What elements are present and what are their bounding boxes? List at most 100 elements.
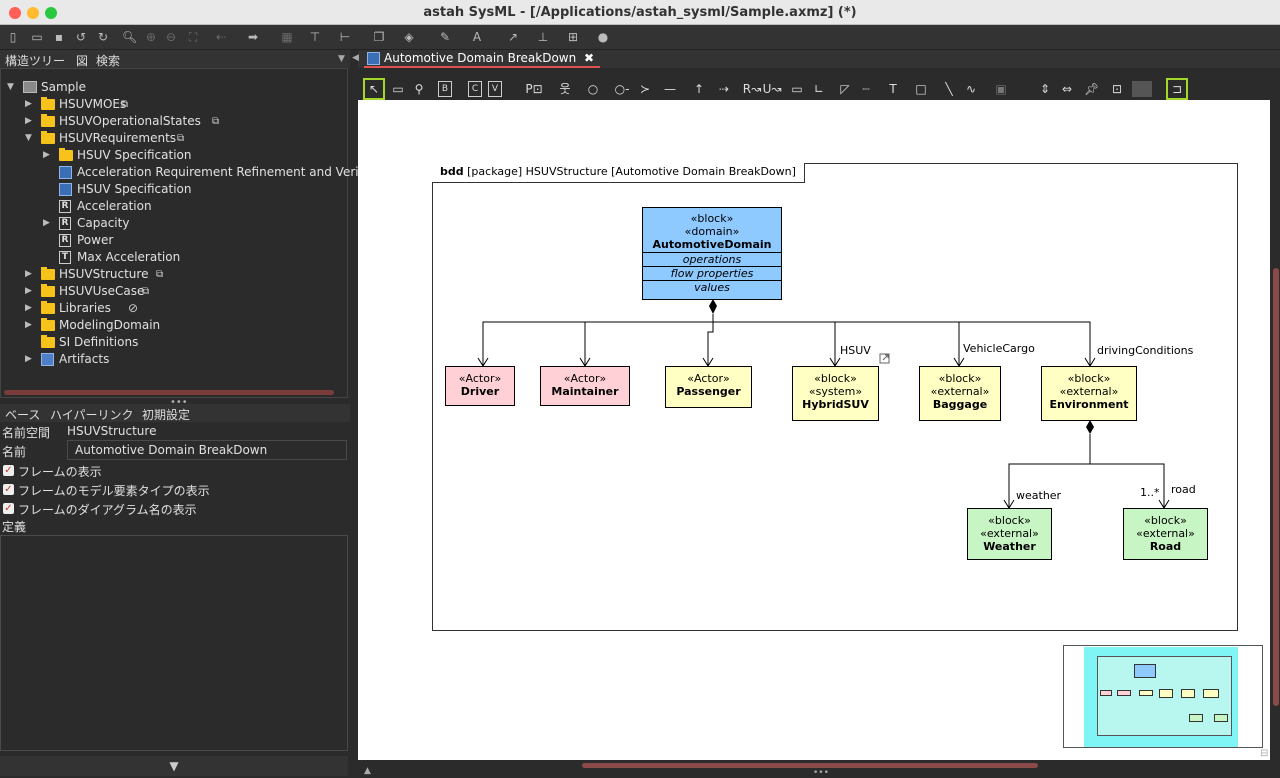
save-icon[interactable]: ▪ [54,30,64,44]
tree-item[interactable]: ▶Libraries⊘ [25,300,341,317]
tree-item[interactable]: ▶HSUVUseCase⧉ [25,283,341,300]
port-tool-icon[interactable]: P⊡ [525,82,543,96]
font-color-icon[interactable]: A [472,30,482,44]
splitter-handle-icon[interactable]: ••• [170,397,188,408]
collapsed-arrow-icon[interactable]: ▶ [25,286,32,296]
required-interface-icon[interactable]: ≻ [639,82,651,96]
plugin-icon[interactable]: ● [597,30,609,44]
zoom-window-button[interactable] [45,7,57,19]
block-tool-icon[interactable]: B [438,81,452,97]
block-environment[interactable]: «block» «external» Environment [1041,366,1137,421]
collapse-left-icon[interactable]: ◀ [352,53,359,63]
vscroll-thumb[interactable] [1273,268,1279,706]
overview-panel[interactable] [1063,645,1263,748]
fill-color-icon[interactable]: ◈ [404,30,414,44]
tree-hscrollbar[interactable] [4,390,334,395]
show-frame-name-checkbox[interactable]: ✓ [3,503,14,514]
block-baggage[interactable]: «block» «external» Baggage [919,366,1001,421]
block-hybridsuv[interactable]: «block» «system» HybridSUV [792,366,879,421]
realization-tool-icon[interactable]: R↝ [742,82,762,96]
rectangle-tool-icon[interactable]: □ [915,82,927,96]
provided-interface-icon[interactable]: ○- [614,82,630,96]
tree-item[interactable]: ▶Artifacts [25,351,341,368]
line-tool-icon[interactable]: ╲ [945,82,953,96]
line-color-icon[interactable]: ✎ [439,30,451,44]
tree-item[interactable]: ▶ModelingDomain [25,317,341,334]
collapsed-arrow-icon[interactable]: ▶ [43,218,50,228]
collapsed-arrow-icon[interactable]: ▶ [43,150,50,160]
fit-icon[interactable]: ⛶ [188,30,198,44]
tab-hyperlink[interactable]: ハイパーリンク [50,408,134,422]
block-weather[interactable]: «block» «external» Weather [967,508,1052,560]
note-anchor-tool-icon[interactable]: ┈ [862,82,870,96]
block-road[interactable]: «block» «external» Road [1123,508,1208,560]
association-tool-icon[interactable]: — [664,82,676,96]
find-icon[interactable]: 🔍︎ [122,30,138,44]
pin-icon[interactable]: 📌︎ [1084,82,1100,96]
tree-item[interactable]: ▼Sample [7,79,341,96]
collapsed-arrow-icon[interactable]: ▶ [25,320,32,330]
usage-tool-icon[interactable]: U↝ [762,82,782,96]
horizontal-space-icon[interactable]: ⇔ [1061,82,1073,96]
collapsed-arrow-icon[interactable]: ▶ [25,116,32,126]
pin-tool-icon[interactable]: ⚲ [414,82,424,96]
pane-menu-icon[interactable]: ▼ [338,54,345,64]
note-tool-icon[interactable]: ◸ [840,82,850,96]
overview-toggle-icon[interactable]: ⊟ [1260,748,1269,759]
close-tab-icon[interactable]: ✖ [584,51,595,65]
collapsed-arrow-icon[interactable]: ▶ [25,99,32,109]
back-icon[interactable]: ⇠ [215,30,227,44]
block-driver[interactable]: «Actor» Driver [445,366,515,406]
zoom-in-icon[interactable]: ⊕ [145,30,157,44]
actor-tool-icon[interactable]: 웃 [559,82,571,96]
text-tool-icon[interactable]: T [889,82,897,96]
expanded-arrow-icon[interactable]: ▼ [7,82,14,92]
new-file-icon[interactable]: ▯ [9,30,17,44]
value-type-tool-icon[interactable]: V [488,81,502,97]
freehand-tool-icon[interactable]: ∿ [965,82,977,96]
tab-search[interactable]: 検索 [96,54,121,68]
scroll-up-icon[interactable]: ▲ [364,766,371,776]
collapsed-arrow-icon[interactable]: ▶ [25,269,32,279]
name-field[interactable]: Automotive Domain BreakDown [67,440,347,460]
select-tool-icon[interactable]: ↖ [363,78,385,100]
definition-textarea[interactable] [0,535,348,751]
tree-item[interactable]: ▼HSUVRequirements⧉ [25,130,341,147]
line-style-icon[interactable]: ↗ [507,30,519,44]
redo-icon[interactable]: ↻ [97,30,109,44]
tab-preferences[interactable]: 初期設定 [142,408,191,422]
tree-item[interactable]: ▶HSUVOperationalStates⧉ [25,113,341,130]
tree-layout-icon[interactable]: ⊞ [567,30,579,44]
canvas-vscrollbar[interactable] [1271,100,1280,760]
arrange-icon[interactable]: ❐ [373,30,385,44]
image-tool-icon[interactable]: ▣ [995,82,1007,96]
dependency-tool-icon[interactable]: ⇢ [718,82,730,96]
align-top-icon[interactable]: ⊤ [309,30,321,44]
canvas-hscrollbar[interactable]: ▲ ••• ⊟ [358,748,1280,778]
collapsed-arrow-icon[interactable]: ▶ [25,354,32,364]
block-maintainer[interactable]: «Actor» Maintainer [540,366,630,406]
undo-icon[interactable]: ↺ [75,30,87,44]
tree-item[interactable]: ▶HSUVMOEs⧉ [25,96,341,113]
tree-item[interactable]: ▶HSUV Specification [43,147,341,164]
tree-item[interactable]: SI Definitions [25,334,341,351]
block-automotive-domain[interactable]: «block» «domain» AutomotiveDomain operat… [642,207,782,300]
item-flow-tool-icon[interactable]: ▭ [791,82,803,96]
interface-tool-icon[interactable]: ○ [587,82,599,96]
tree-item[interactable]: Acceleration Requirement Refinement and … [43,164,396,181]
focus-icon[interactable]: ⊡ [1111,82,1123,96]
collapsed-arrow-icon[interactable]: ▶ [25,303,32,313]
open-file-icon[interactable]: ▭ [31,30,43,44]
tab-automotive-domain-breakdown[interactable]: Automotive Domain BreakDown ✖ [364,50,601,68]
close-window-button[interactable] [9,7,21,19]
collapse-arrow-icon[interactable]: ▼ [0,756,348,776]
align-left-icon[interactable]: ⊢ [339,30,351,44]
expanded-arrow-icon[interactable]: ▼ [25,133,32,143]
hscroll-thumb[interactable] [582,763,1038,768]
show-frame-type-checkbox[interactable]: ✓ [3,484,14,495]
tab-diagram[interactable]: 図 [76,54,89,68]
tree-item[interactable]: ▶HSUVStructure⧉ [25,266,341,283]
